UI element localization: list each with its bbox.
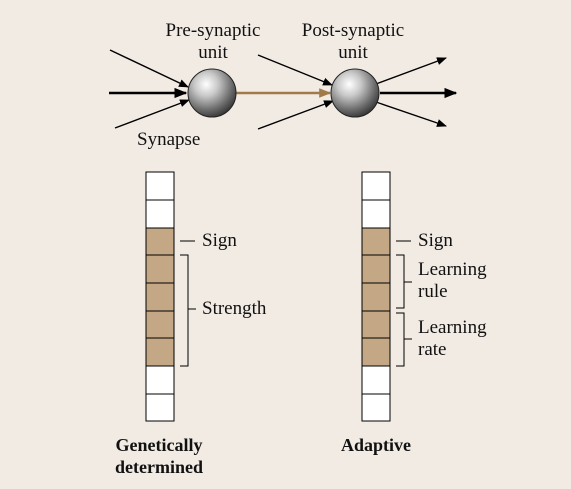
post-input-arrow-upper xyxy=(257,54,333,86)
right-learning-rule-label: Learning rule xyxy=(418,259,487,302)
right-cell-empty xyxy=(361,365,391,395)
left-cell-empty xyxy=(145,365,175,395)
right-learning-rate-label: Learning rate xyxy=(418,317,487,360)
post-synaptic-label: Post-synaptic unit xyxy=(301,20,405,63)
right-cell-empty xyxy=(361,171,391,201)
left-cell-strength xyxy=(145,310,175,339)
right-sign-label: Sign xyxy=(418,230,453,251)
right-cell-learning-rate xyxy=(361,310,391,339)
right-cell-learning-rule xyxy=(361,254,391,284)
right-column-caption: Adaptive xyxy=(340,435,411,455)
synapse-label: Synapse xyxy=(137,129,201,150)
output-arrow-upper xyxy=(375,57,447,85)
output-arrow-lower xyxy=(375,101,447,127)
left-cell-sign xyxy=(145,227,175,256)
right-genome-column xyxy=(361,171,391,422)
left-sign-label: Sign xyxy=(202,230,237,251)
left-cell-strength xyxy=(145,337,175,367)
post-input-arrow-lower xyxy=(257,100,334,130)
left-cell-empty xyxy=(145,171,175,201)
left-column-caption: Genetically determined xyxy=(115,435,203,477)
right-cell-sign xyxy=(361,227,391,256)
left-cell-empty xyxy=(145,393,175,422)
left-strength-bracket xyxy=(180,254,196,367)
right-cell-empty xyxy=(361,199,391,229)
right-cell-learning-rule xyxy=(361,282,391,312)
left-strength-label: Strength xyxy=(202,298,267,319)
post-synaptic-unit xyxy=(330,68,380,118)
right-cell-empty xyxy=(361,393,391,422)
left-cell-strength xyxy=(145,254,175,284)
left-cell-strength xyxy=(145,282,175,312)
pre-synaptic-label: Pre-synaptic unit xyxy=(165,20,261,63)
input-arrow-upper xyxy=(109,49,189,88)
left-cell-empty xyxy=(145,199,175,229)
right-cell-learning-rate xyxy=(361,337,391,367)
left-genome-column xyxy=(145,171,175,422)
pre-synaptic-unit xyxy=(187,68,237,118)
input-arrow-lower xyxy=(114,99,190,129)
right-learning-rate-bracket xyxy=(396,312,412,367)
right-learning-rule-bracket xyxy=(396,254,412,309)
